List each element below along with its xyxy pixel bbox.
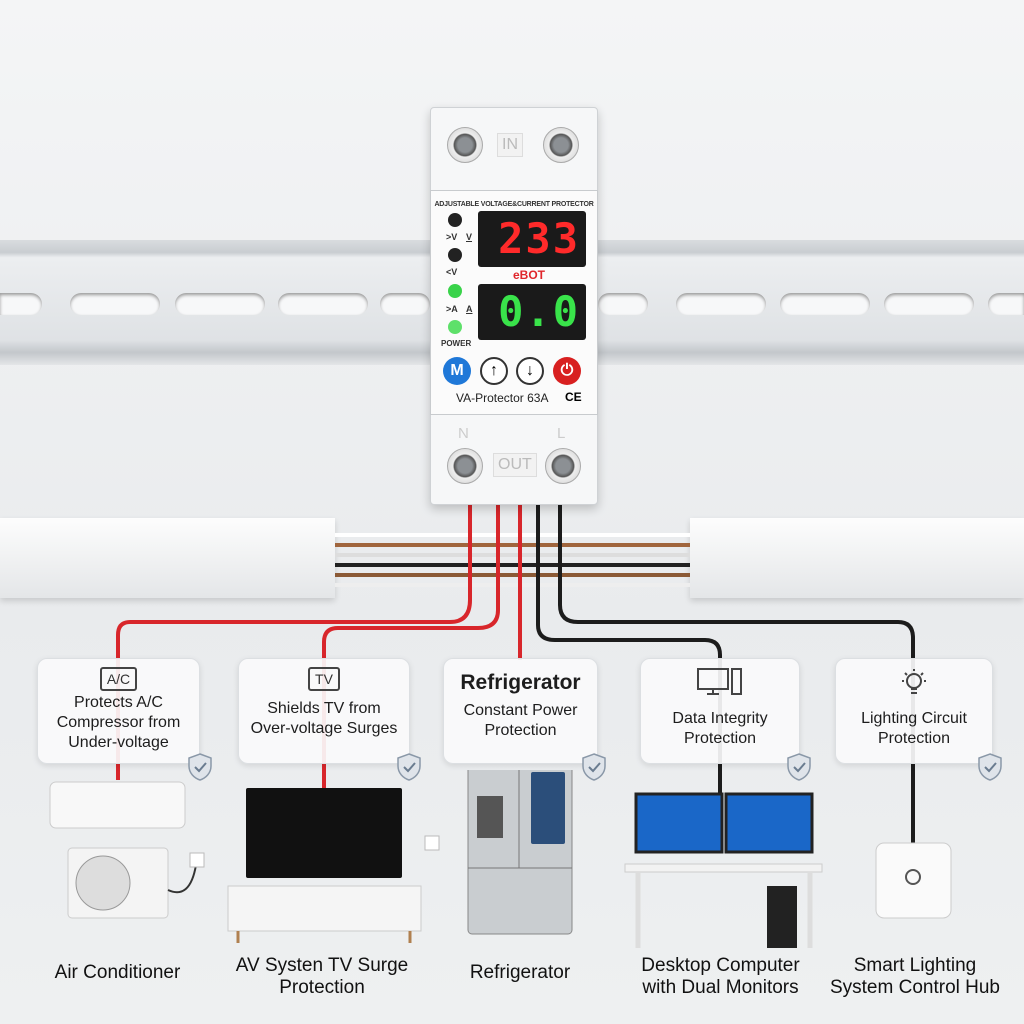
rail-slot <box>598 293 648 315</box>
refrigerator-image <box>467 770 573 935</box>
rail-slot <box>884 293 974 315</box>
cable-duct-right <box>690 518 1024 598</box>
shield-check-icon <box>582 753 606 781</box>
power-button[interactable]: ⏻ <box>553 357 581 385</box>
indicator-label: >V <box>446 232 458 242</box>
mode-button[interactable]: M <box>443 357 471 385</box>
card-text: Lighting Circuit Protection <box>861 710 967 747</box>
indicator-label: <V <box>446 267 458 277</box>
led-over-voltage <box>448 213 462 227</box>
unit-a: A <box>466 304 473 314</box>
label-desktop-computer: Desktop Computer with Dual Monitors <box>641 955 800 998</box>
ac-icon: A/C <box>99 667 138 691</box>
shield-check-icon <box>978 753 1002 781</box>
led-under-voltage <box>448 248 462 262</box>
down-button[interactable]: ↓ <box>516 357 544 385</box>
computer-icon <box>697 668 742 695</box>
appliances-illustration <box>49 770 952 948</box>
rail-slot <box>780 293 870 315</box>
wire-light <box>558 505 915 845</box>
up-button[interactable]: ↑ <box>480 357 508 385</box>
label-av-system-tv: AV Systen TV Surge Protection <box>235 955 409 998</box>
air-conditioner-image <box>49 781 205 919</box>
shield-check-icon <box>188 753 212 781</box>
label-refrigerator: Refrigerator <box>469 962 571 983</box>
terminal-screw <box>447 127 483 163</box>
rail-slot <box>70 293 160 315</box>
terminal-screw <box>543 127 579 163</box>
card-lighting: Lighting Circuit Protection <box>835 658 993 764</box>
smart-lighting-hub-image <box>875 842 952 919</box>
led-over-current <box>448 284 462 298</box>
terminal-l-label: L <box>557 425 566 442</box>
label-smart-lighting: Smart Lighting System Control Hub <box>829 955 1000 998</box>
rail-slot <box>676 293 766 315</box>
card-pc: Data Integrity Protection <box>640 658 800 764</box>
rail-slot <box>278 293 368 315</box>
wire-pc <box>536 505 722 795</box>
card-text: Constant Power Protection <box>463 702 578 739</box>
lightbulb-icon <box>902 669 926 694</box>
led-power <box>448 320 462 334</box>
cable-duct-left <box>0 518 335 598</box>
terminal-in-label: IN <box>497 133 523 157</box>
brand-logo: eBOT <box>513 268 546 282</box>
voltage-display: 233 <box>478 211 586 267</box>
shield-check-icon <box>397 753 421 781</box>
label-air-conditioner: Air Conditioner <box>54 962 181 983</box>
card-tv: TV Shields TV from Over-voltage Surges <box>238 658 410 764</box>
wire-ac <box>116 505 472 780</box>
card-text: Shields TV from Over-voltage Surges <box>250 700 398 737</box>
unit-v: V <box>466 232 473 242</box>
tv-icon: TV <box>308 667 340 691</box>
rail-slot <box>380 293 430 315</box>
shield-check-icon <box>787 753 811 781</box>
rail-slot <box>175 293 265 315</box>
terminal-screw <box>447 448 483 484</box>
terminal-screw <box>545 448 581 484</box>
desktop-computer-image <box>624 792 823 948</box>
current-display: 0.0 <box>478 284 586 340</box>
card-ac: A/C Protects A/C Compressor from Under-v… <box>37 658 200 764</box>
ce-mark: CE <box>565 390 582 404</box>
card-text: Protects A/C Compressor from Under-volta… <box>56 694 181 751</box>
indicator-label: >A <box>446 304 458 314</box>
card-fridge: Refrigerator Constant Power Protection <box>443 658 598 764</box>
wire-tv <box>322 505 500 790</box>
indicator-label: POWER <box>441 339 472 348</box>
model-label: VA-Protector 63A <box>456 391 549 405</box>
terminal-n-label: N <box>458 425 469 442</box>
device-header: ADJUSTABLE VOLTAGE&CURRENT PROTECTOR <box>434 201 594 208</box>
card-text: Data Integrity Protection <box>672 710 768 747</box>
rail-slot <box>0 293 42 315</box>
terminal-out-label: OUT <box>493 453 537 477</box>
rail-slot <box>988 293 1024 315</box>
card-title: Refrigerator <box>460 671 581 694</box>
tv-image <box>227 788 440 943</box>
